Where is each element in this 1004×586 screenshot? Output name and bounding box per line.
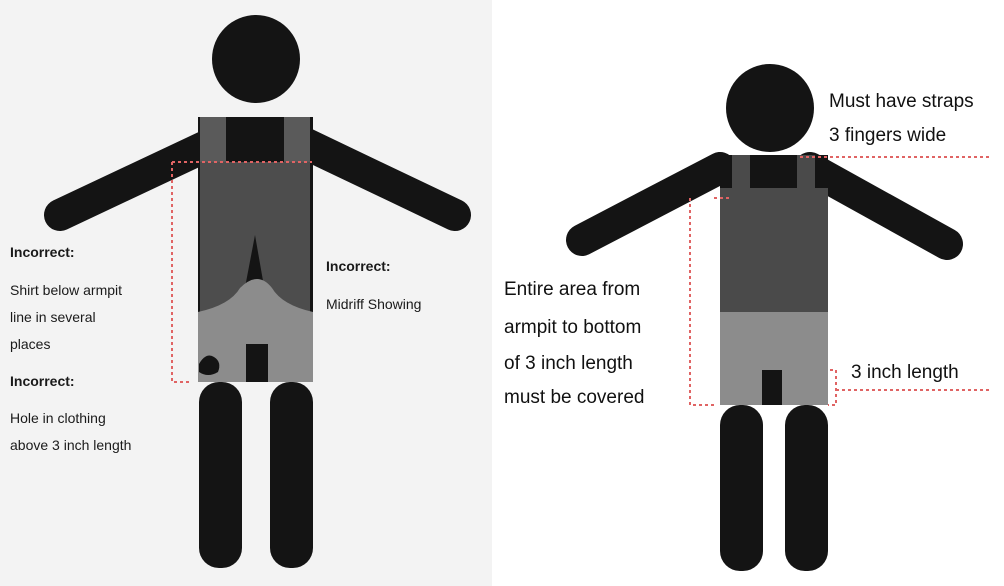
straps-line-2: 3 fingers wide (829, 120, 946, 151)
coverage-bracket (690, 198, 714, 405)
incorrect-example-panel: Incorrect: Shirt below armpit line in se… (0, 0, 492, 586)
incorrect-midriff-heading: Incorrect: (326, 258, 391, 274)
right-leg (785, 405, 828, 571)
coverage-line-1: Entire area from (504, 274, 640, 305)
left-leg (199, 382, 242, 568)
left-arm (582, 168, 720, 240)
coverage-line-2: armpit to bottom (504, 312, 641, 343)
correct-example-panel: Must have straps 3 fingers wide Entire a… (510, 0, 1004, 586)
length-label: 3 inch length (851, 357, 959, 388)
right-arm (810, 168, 947, 244)
head (726, 64, 814, 152)
straps-line-1: Must have straps (829, 86, 974, 117)
coverage-line-4: must be covered (504, 382, 644, 413)
incorrect-hole-line-2: above 3 inch length (10, 433, 131, 458)
shirt (720, 188, 828, 312)
incorrect-hole-line-1: Hole in clothing (10, 406, 106, 431)
head (212, 15, 300, 103)
incorrect-shirt-line-3: places (10, 332, 50, 357)
coverage-line-3: of 3 inch length (504, 348, 633, 379)
right-arm (302, 142, 455, 215)
right-leg (270, 382, 313, 568)
incorrect-shirt-line-1: Shirt below armpit (10, 278, 122, 303)
incorrect-midriff-line-1: Midriff Showing (326, 292, 421, 317)
left-arm (60, 142, 215, 215)
incorrect-shirt-heading: Incorrect: (10, 244, 75, 260)
incorrect-hole-heading: Incorrect: (10, 373, 75, 389)
left-leg (720, 405, 763, 571)
incorrect-shirt-line-2: line in several (10, 305, 96, 330)
